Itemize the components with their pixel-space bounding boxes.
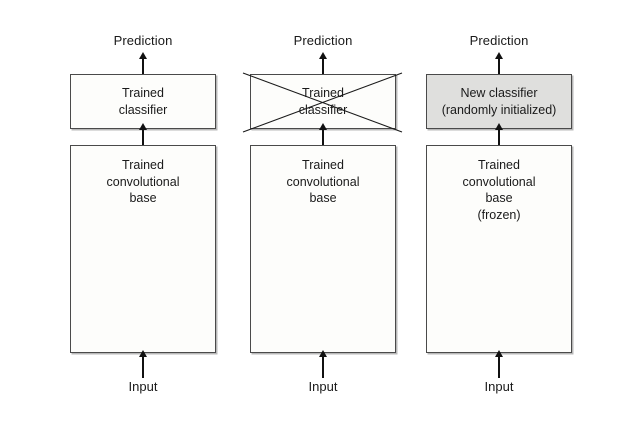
arrow-input-to-base [498, 356, 500, 378]
trained-classifier-label: Trained classifier [298, 86, 348, 117]
panel-new-classifier: Prediction New classifier (randomly init… [404, 0, 594, 428]
trained-convolutional-base-box: Trained convolutional base [70, 145, 216, 353]
panel-discard-classifier: Prediction Trained classifier Trained co… [228, 0, 418, 428]
trained-convolutional-base-label: Trained convolutional base [286, 158, 360, 205]
arrow-classifier-to-prediction [322, 58, 324, 75]
trained-classifier-box: Trained classifier [70, 74, 216, 129]
prediction-label: Prediction [293, 33, 353, 48]
new-classifier-box: New classifier (randomly initialized) [426, 74, 572, 129]
frozen-convolutional-base-label: Trained convolutional base (frozen) [462, 158, 536, 222]
trained-convolutional-base-label: Trained convolutional base [106, 158, 180, 205]
frozen-convolutional-base-box: Trained convolutional base (frozen) [426, 145, 572, 353]
trained-convolutional-base-box: Trained convolutional base [250, 145, 396, 353]
trained-classifier-label: Trained classifier [118, 86, 168, 117]
arrow-input-to-base [322, 356, 324, 378]
trained-classifier-box: Trained classifier [250, 74, 396, 129]
panel-original: Prediction Trained classifier Trained co… [48, 0, 238, 428]
arrow-classifier-to-prediction [498, 58, 500, 75]
input-label: Input [308, 379, 338, 394]
arrow-input-to-base [142, 356, 144, 378]
input-label: Input [484, 379, 514, 394]
prediction-label: Prediction [469, 33, 529, 48]
arrow-base-to-classifier [322, 129, 324, 145]
arrow-base-to-classifier [498, 129, 500, 145]
input-label: Input [128, 379, 158, 394]
new-classifier-label: New classifier (randomly initialized) [441, 86, 557, 117]
arrow-classifier-to-prediction [142, 58, 144, 75]
arrow-base-to-classifier [142, 129, 144, 145]
prediction-label: Prediction [113, 33, 173, 48]
